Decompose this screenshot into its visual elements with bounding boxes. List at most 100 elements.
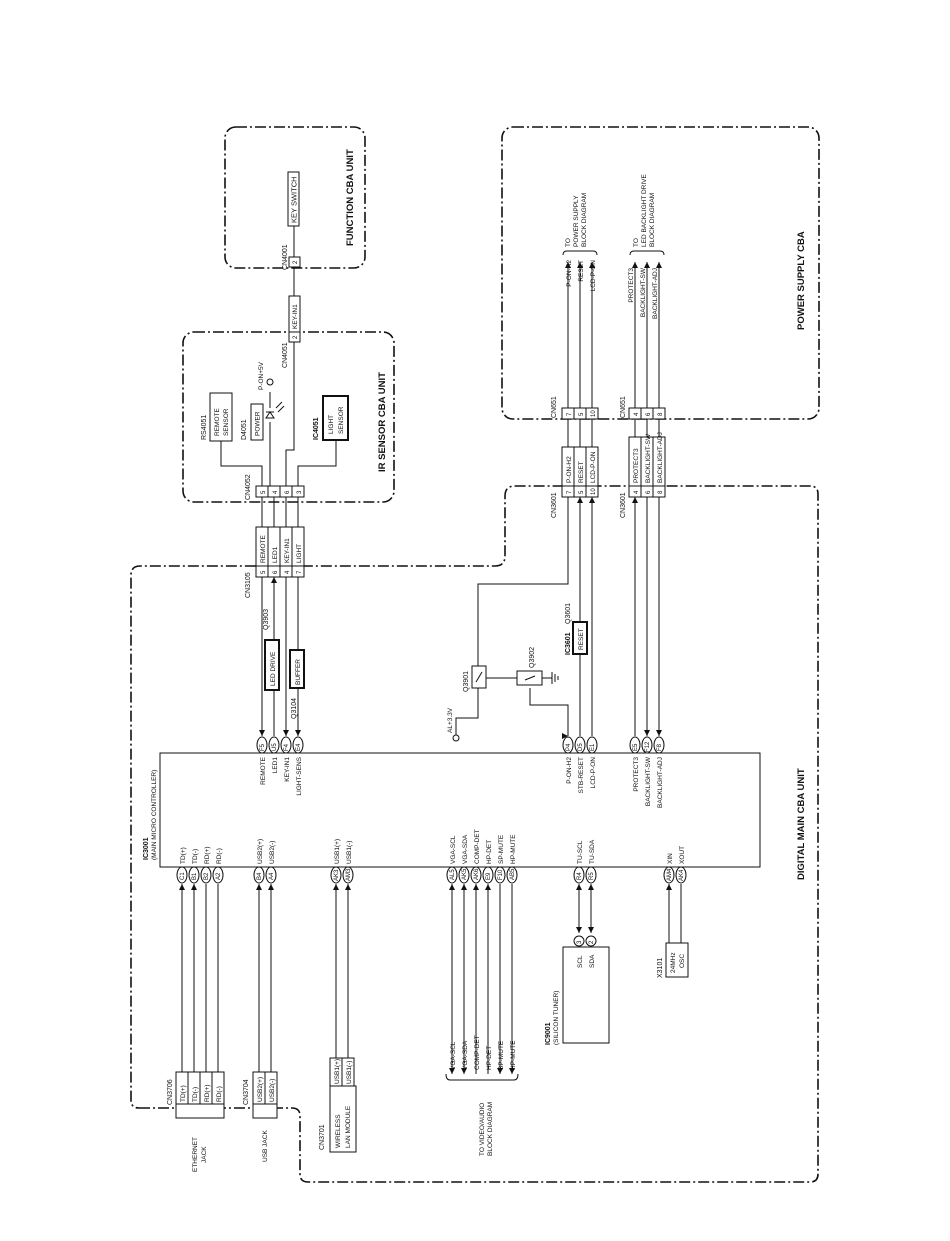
- ic3001-signal: VGA-SDA: [462, 834, 469, 864]
- cn3105-signal: LIGHT: [296, 544, 303, 563]
- power-dest2-line2: LED BACKLIGHT DRIVE: [641, 173, 648, 247]
- cn3601-signal: LCD-P-ON: [590, 451, 597, 483]
- usb-jack-label: USB JACK: [262, 1130, 269, 1162]
- ic3001-pin: B2: [204, 872, 210, 880]
- video-dest-label: TO VIDEO/AUDIO: [479, 1103, 486, 1156]
- ic3001-signal: USB1(-): [346, 841, 353, 864]
- ic3001-signal: COMP-DET: [474, 829, 481, 864]
- tuner-signal: SDA: [589, 954, 596, 968]
- video-dest-signal: SP-MUTE: [498, 1040, 505, 1070]
- reset-ic-label: RESET: [578, 628, 585, 650]
- ic3001-video-pins: AL5 AK5 AK6 E9 F10 AB5: [446, 866, 518, 884]
- ic3001-top-pins: F5 U5 F4 E4: [256, 736, 304, 754]
- ic3001-pin: U5: [272, 743, 278, 751]
- ic3001-pin: B1: [192, 872, 198, 880]
- ic3001-signal: KEY-IN1: [284, 757, 291, 782]
- cn3601-signal: P-ON-H2: [566, 456, 573, 483]
- p-on5v-label: P-ON+5V: [258, 361, 265, 390]
- ic3001-signal: USB1(+): [334, 839, 341, 864]
- power-supply-unit-boundary: [501, 126, 820, 420]
- cn3601-pin: 8: [658, 490, 664, 494]
- cn3105-pin: 4: [285, 570, 291, 574]
- usb1-conn-signal: USB1(-): [346, 1061, 353, 1084]
- ic3601-ref: IC3601: [565, 632, 572, 655]
- remote-sensor-line1: REMOTE: [214, 408, 221, 436]
- osc-label: 24MHz: [670, 952, 677, 973]
- cn4051-pin-label: 2: [293, 335, 299, 339]
- tuner-pin: 3: [577, 940, 583, 944]
- cn4051-ref: CN4051: [282, 342, 289, 368]
- wireless-lan-label: LAN MODULE: [345, 1105, 352, 1148]
- ic3001-usb2-pins: B4 A4: [253, 866, 277, 884]
- ic3001-signal: BACKLIGHT-ADJ: [657, 757, 664, 808]
- ic3001-pin: P4: [566, 743, 572, 751]
- cn4052-pin: 3: [297, 490, 303, 494]
- ic3001-signal: PROTECT3: [633, 757, 640, 792]
- ethernet-jack-body: [175, 1103, 225, 1119]
- key-switch-label: KEY SWITCH: [290, 176, 299, 223]
- remote-sensor-line2: SENSOR: [223, 408, 230, 436]
- ethernet-jack-label: ETHERNET: [192, 1137, 199, 1172]
- reset-ic-box: [572, 621, 588, 655]
- ic3001-signal: STB-RESET: [578, 757, 585, 794]
- cn4001-pin-label: 2: [293, 260, 299, 264]
- ic3001-pin: E9: [486, 872, 492, 880]
- video-dest-signal: COMP-DET: [474, 1035, 481, 1070]
- cn3601-ref: CN3601: [551, 492, 558, 518]
- cn3701-ref: CN3701: [319, 1124, 326, 1150]
- ir-sensor-unit-title: IR SENSOR CBA UNIT: [377, 372, 388, 472]
- ic3001-eth-pins: C1 B1 B2 A2: [176, 866, 224, 884]
- cn3105-signal: REMOTE: [260, 535, 267, 563]
- led-drive-label: LED DRIVE: [270, 651, 277, 686]
- ic3001-pin: AM3: [346, 868, 352, 881]
- ic3001-signal: XIN: [667, 853, 674, 864]
- buffer-label: BUFFER: [295, 659, 302, 685]
- cn4052-ref: CN4052: [245, 474, 252, 500]
- cn3706-signal: TD(+): [180, 1085, 187, 1102]
- q3903-ref: Q3903: [263, 609, 270, 630]
- ic3001-signal: LED1: [272, 757, 279, 774]
- usb1-conn-signal: USB1(+): [334, 1059, 341, 1084]
- video-dest-signal: VGA-SDA: [462, 1040, 469, 1070]
- power-signal: LCD-P-ON: [590, 260, 597, 292]
- al33v-terminal: [452, 734, 460, 742]
- cn3704-ref: CN3704: [243, 1079, 250, 1105]
- power-dest2-line1: TO: [633, 238, 640, 247]
- ic3001-ref: IC3001: [143, 837, 150, 860]
- tuner-pin: 2: [589, 940, 595, 944]
- power-signal: PROTECT3: [628, 268, 635, 303]
- ic3001-pin: A2: [216, 872, 222, 880]
- light-sensor-line1: LIGHT: [328, 415, 335, 434]
- ic3001-signal: SP-MUTE: [498, 834, 505, 864]
- cn3601-pin: 10: [591, 488, 597, 495]
- video-dest-signals: VGA-SCL VGA-SDA COMP-DET HP-DET SP-MUTE …: [450, 1035, 517, 1070]
- tuner-signal: SCL: [577, 955, 584, 968]
- ic9001-ref: IC9001: [545, 1022, 552, 1045]
- ic3001-pin: C1: [180, 872, 186, 880]
- x3101-ref: X3101: [657, 958, 664, 978]
- cn651-pins: 7 5 10 4 6 8: [561, 407, 666, 420]
- ic3001-signal: USB2(-): [269, 841, 276, 864]
- digital-main-unit-title: DIGITAL MAIN CBA UNIT: [796, 768, 807, 880]
- function-unit-boundary: [224, 126, 366, 269]
- power-led-box: [250, 403, 264, 441]
- p-on5v-terminal: [266, 378, 274, 386]
- ic3001-signal: RD(+): [204, 846, 211, 864]
- cn3706-signal: RD(-): [216, 1086, 223, 1102]
- power-supply-unit-title: POWER SUPPLY CBA: [796, 231, 807, 330]
- ic3001-pin: R5: [589, 872, 595, 880]
- cn4052-pin: 4: [273, 490, 279, 494]
- wireless-lan-box: [329, 1085, 357, 1153]
- led-symbol: [265, 411, 275, 419]
- cn3105-pins: 5 6 4 7: [255, 565, 305, 578]
- ic3001-signal: TD(+): [180, 847, 187, 864]
- cn4051-signal: KEY-IN1: [292, 304, 299, 329]
- usb1-conn-signal-boxes: USB1(+) USB1(-): [329, 1057, 355, 1087]
- cn3601-pin: 4: [634, 490, 640, 494]
- wireless-lan-label: WIRELESS: [335, 1114, 342, 1148]
- ic3001-signal: TU-SDA: [589, 839, 596, 864]
- ic3001-signal: LIGHT-SENS: [296, 756, 303, 795]
- ic3001-signal: VGA-SCL: [450, 835, 457, 864]
- cn3704-signal: USB2(-): [269, 1079, 276, 1102]
- cn651-pin: 6: [646, 412, 652, 416]
